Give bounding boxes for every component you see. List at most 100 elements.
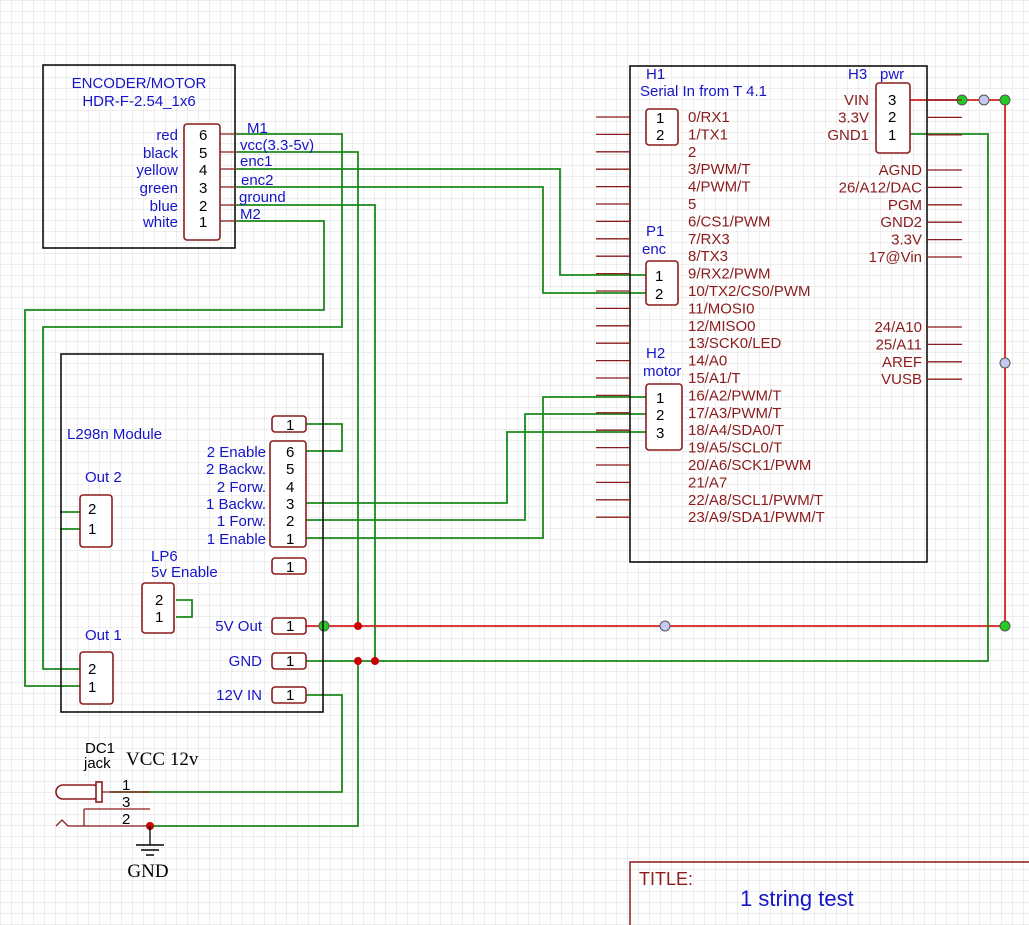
l298n-header-label: 1 Enable xyxy=(207,531,266,548)
vcc-12v-label: VCC 12v xyxy=(126,749,199,770)
wire-1-enable[interactable] xyxy=(306,396,646,539)
teensy-left-pin-label: 22/A8/SCL1/PWM/T xyxy=(688,492,823,509)
wire-enc1[interactable] xyxy=(237,168,646,276)
l298n-header-pin: 4 xyxy=(286,479,294,496)
h2-pin: 1 xyxy=(656,390,664,407)
endpoint-marker xyxy=(999,620,1011,632)
h1-box xyxy=(645,108,679,146)
h1-ref: H1 xyxy=(646,66,665,83)
teensy-left-pin-label: 15/A1/T xyxy=(688,370,741,387)
encoder-pin-number: 1 xyxy=(199,214,207,231)
wire-ground[interactable] xyxy=(237,204,376,661)
lp6-pin: 2 xyxy=(155,592,163,609)
teensy-left-pin-label: 19/A5/SCL0/T xyxy=(688,440,782,457)
teensy-left-pin-label: 11/MOSI0 xyxy=(688,300,754,317)
jack-pin: 2 xyxy=(122,811,130,828)
l298n-power-pin-num: 1 xyxy=(286,653,294,670)
wire-gnd-rail[interactable] xyxy=(306,133,989,662)
encoder-pin-number: 4 xyxy=(199,162,207,179)
h3-name: pwr xyxy=(880,66,904,83)
encoder-wire-color: yellow xyxy=(136,162,178,179)
teensy-left-pin-label: 21/A7 xyxy=(688,474,727,491)
dc-name: jack xyxy=(83,755,111,772)
p1-box xyxy=(645,260,679,306)
l298n-header-label: 1 Backw. xyxy=(206,496,266,513)
teensy-right-pin-label: 26/A12/DAC xyxy=(839,179,923,196)
l298n-component[interactable]: L298n Module Out 2 2 1 LP6 5v Enable 2 1… xyxy=(60,353,324,713)
midpoint-marker xyxy=(659,620,671,632)
wire-m1[interactable] xyxy=(42,133,343,670)
wire-jack-gnd[interactable] xyxy=(150,661,359,827)
l298n-power-label: GND xyxy=(229,653,263,670)
teensy-right-pin-label: GND1 xyxy=(827,127,869,144)
lp6-name: 5v Enable xyxy=(151,564,218,581)
out2-label: Out 2 xyxy=(85,469,122,486)
wire-lp6-jumper[interactable] xyxy=(176,599,193,618)
p1-header[interactable]: P1 enc 1 2 xyxy=(642,223,679,306)
lp6-box xyxy=(141,582,175,634)
gnd-label: GND xyxy=(127,861,168,882)
teensy-right-pin-label: GND2 xyxy=(880,214,922,231)
teensy-left-pin-label: 17/A3/PWM/T xyxy=(688,405,781,422)
h1-name: Serial In from T 4.1 xyxy=(640,83,767,100)
teensy-right-pin-label: 3.3V xyxy=(891,232,922,249)
teensy-right-pin-label: 24/A10 xyxy=(874,319,922,336)
wire-enable2-jumper[interactable] xyxy=(306,423,343,452)
h2-pin: 3 xyxy=(656,425,664,442)
encoder-net-label: enc1 xyxy=(240,153,273,170)
jack-barrel xyxy=(55,784,101,800)
l298n-header-label: 1 Forw. xyxy=(217,513,266,530)
teensy-component[interactable]: 0/RX11/TX123/PWM/T4/PWM/T56/CS1/PWM7/RX3… xyxy=(596,65,962,563)
wire-vcc[interactable] xyxy=(237,151,359,626)
dc-jack-component[interactable]: DC1 jack VCC 12v 1 3 2 GND xyxy=(55,740,199,882)
endpoint-marker xyxy=(318,620,330,632)
jack-barrel-tip xyxy=(95,781,103,803)
encoder-wire-color: blue xyxy=(150,198,178,215)
midpoint-marker xyxy=(978,94,990,106)
out2-pin: 2 xyxy=(88,501,96,518)
teensy-left-pin-label: 0/RX1 xyxy=(688,109,730,126)
encoder-title: ENCODER/MOTOR xyxy=(72,75,207,92)
wire-enc2[interactable] xyxy=(237,186,646,294)
jack-pin: 1 xyxy=(122,777,130,794)
h3-pin: 2 xyxy=(888,109,896,126)
teensy-left-pin-label: 18/A4/SDA0/T xyxy=(688,422,784,439)
teensy-left-pin-label: 4/PWM/T xyxy=(688,179,751,196)
encoder-wire-color: red xyxy=(156,127,178,144)
l298n-title: L298n Module xyxy=(67,426,162,443)
l298n-power-label: 5V Out xyxy=(215,618,263,635)
l298n-power-pin-num: 1 xyxy=(286,618,294,635)
title-block-frame xyxy=(629,861,1029,925)
l298n-header-label: 2 Enable xyxy=(207,444,266,461)
teensy-left-pin-label: 3/PWM/T xyxy=(688,161,751,178)
l298n-power-pin xyxy=(271,686,307,704)
p1-pin: 2 xyxy=(655,286,663,303)
l298n-header-pin: 2 xyxy=(286,513,294,530)
out1-pin: 1 xyxy=(88,679,96,696)
h3-pin: 1 xyxy=(888,127,896,144)
teensy-left-pin-label: 5 xyxy=(688,196,696,213)
p1-pin: 1 xyxy=(655,268,663,285)
wire-1-forw[interactable] xyxy=(306,413,646,521)
l298n-header-pin: 3 xyxy=(286,496,294,513)
wire-12v[interactable] xyxy=(110,694,343,793)
dc-ref: DC1 xyxy=(85,740,115,757)
h3-ref: H3 xyxy=(848,66,867,83)
encoder-part: HDR-F-2.54_1x6 xyxy=(82,93,195,110)
l298n-power-pin-num: 1 xyxy=(286,687,294,704)
h2-header[interactable]: H2 motor 1 2 3 xyxy=(643,345,683,451)
title-block-text: 1 string test xyxy=(740,886,854,911)
h1-header[interactable]: H1 Serial In from T 4.1 1 2 xyxy=(640,66,767,146)
h3-header[interactable]: H3 pwr 3 2 1 xyxy=(848,66,911,154)
l298n-header-pin: 1 xyxy=(286,531,294,548)
endpoint-marker xyxy=(999,94,1011,106)
h2-ref: H2 xyxy=(646,345,665,362)
encoder-pin-number: 5 xyxy=(199,145,207,162)
h1-pin: 1 xyxy=(656,110,664,127)
wire-1-backw[interactable] xyxy=(306,431,646,504)
wire-m2[interactable] xyxy=(24,220,325,687)
teensy-left-pin-label: 1/TX1 xyxy=(688,126,728,143)
teensy-left-pin-label: 9/RX2/PWM xyxy=(688,266,771,283)
midpoint-marker xyxy=(999,357,1011,369)
